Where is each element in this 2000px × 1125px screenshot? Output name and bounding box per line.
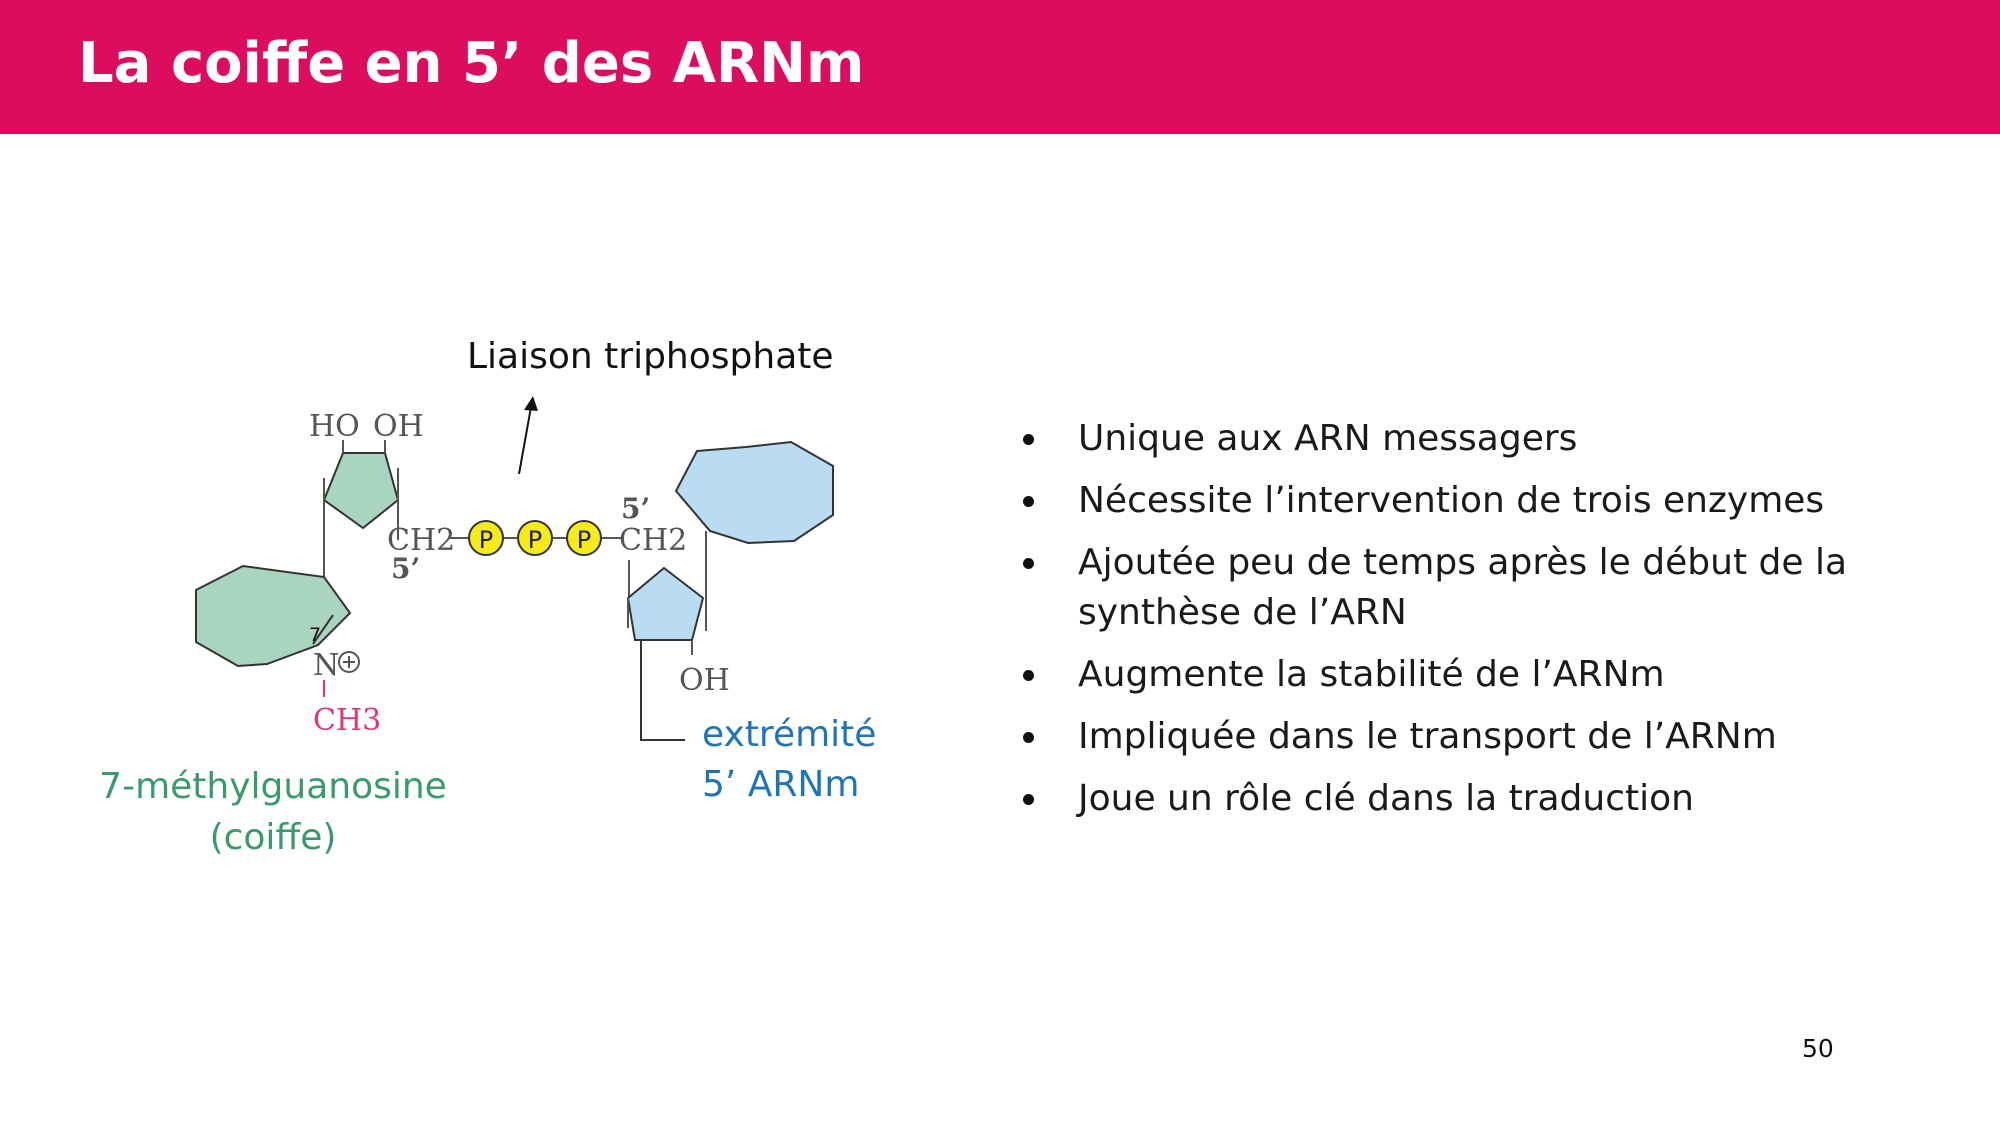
bullet-dot-icon bbox=[1023, 670, 1034, 681]
cap-ribose-ring bbox=[322, 452, 400, 530]
arrow-label: Liaison triphosphate bbox=[467, 336, 834, 377]
list-item: Nécessite l’intervention de trois enzyme… bbox=[1018, 476, 1968, 526]
oh-top-label: OH bbox=[373, 409, 424, 444]
bullet-text: Augmente la stabilité de l’ARNm bbox=[1078, 654, 1665, 695]
arrow-head bbox=[524, 396, 538, 411]
ch2-right-label: CH2 bbox=[619, 523, 687, 558]
end-label-line2: 5’ ARNm bbox=[702, 764, 859, 805]
phosphate-label-2: P bbox=[528, 526, 542, 554]
bullet-dot-icon bbox=[1023, 794, 1034, 805]
list-item: Unique aux ARN messagers bbox=[1018, 414, 1968, 464]
end-label-line1: extrémité bbox=[702, 714, 876, 755]
bullet-text: Impliquée dans le transport de l’ARNm bbox=[1078, 716, 1777, 757]
nitrogen-label: N bbox=[313, 648, 339, 683]
phosphate-circle-2 bbox=[517, 520, 553, 556]
chain-bracket bbox=[640, 640, 685, 741]
list-item: Impliquée dans le transport de l’ARNm bbox=[1018, 712, 1968, 762]
bullet-dot-icon bbox=[1023, 434, 1034, 445]
guanine-base-ring bbox=[195, 564, 352, 668]
bullet-dot-icon bbox=[1023, 558, 1034, 569]
ch2-left-label: CH2 bbox=[387, 523, 455, 558]
cap-label-line1: 7-méthylguanosine bbox=[99, 766, 447, 807]
ho-label: HO bbox=[309, 409, 360, 444]
bullet-list: Unique aux ARN messagers Nécessite l’int… bbox=[1018, 414, 1968, 836]
position-7-label: 7 bbox=[309, 624, 321, 646]
bullet-text: Nécessite l’intervention de trois enzyme… bbox=[1078, 480, 1825, 521]
mrna-ribose-ring bbox=[626, 566, 705, 641]
list-item: Joue un rôle clé dans la traduction bbox=[1018, 774, 1968, 824]
phosphate-label-3: P bbox=[577, 526, 591, 554]
five-prime-right-label: 5’ bbox=[621, 492, 650, 525]
positive-charge-circle bbox=[338, 651, 360, 673]
mrna-base-ring bbox=[674, 440, 834, 545]
bullet-text: Unique aux ARN messagers bbox=[1078, 418, 1578, 459]
list-item: Ajoutée peu de temps après le début de l… bbox=[1018, 538, 1968, 638]
arrow-line bbox=[518, 406, 532, 475]
bullet-dot-icon bbox=[1023, 496, 1034, 507]
title-bar bbox=[0, 0, 2000, 134]
list-item: Augmente la stabilité de l’ARNm bbox=[1018, 650, 1968, 700]
phosphate-circle-3 bbox=[566, 520, 602, 556]
methyl-label: CH3 bbox=[313, 703, 381, 738]
cap-label-line2: (coiffe) bbox=[210, 817, 337, 858]
five-prime-left-label: 5’ bbox=[391, 552, 420, 585]
phosphate-label-1: P bbox=[479, 526, 493, 554]
page-number: 50 bbox=[1802, 1034, 1834, 1063]
bullet-text: Ajoutée peu de temps après le début de l… bbox=[1078, 542, 1848, 633]
slide-title: La coiffe en 5’ des ARNm bbox=[78, 31, 865, 96]
double-bond-line bbox=[312, 614, 334, 645]
bullet-text: Joue un rôle clé dans la traduction bbox=[1078, 778, 1694, 819]
oh-bottom-label: OH bbox=[679, 663, 730, 698]
bullet-dot-icon bbox=[1023, 732, 1034, 743]
phosphate-circle-1 bbox=[468, 520, 504, 556]
